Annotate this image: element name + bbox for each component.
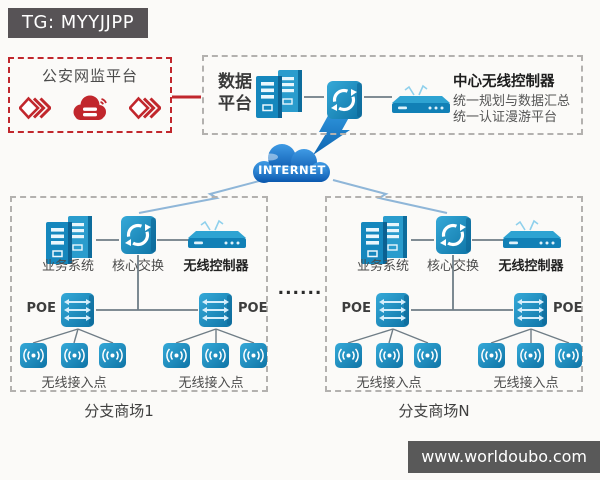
poe-switch-icon xyxy=(61,293,94,327)
business-system-label: 业务系统 xyxy=(356,259,409,274)
branch-mall-n-box: 业务系统 核心交换 无线控制器 POE POE xyxy=(325,196,583,420)
data-platform-label: 数据 平台 xyxy=(218,72,252,114)
access-point-icon xyxy=(335,343,362,368)
diamond-arrows-icon xyxy=(128,96,161,120)
cloud-server-icon xyxy=(73,95,107,120)
access-point-icon xyxy=(99,343,126,368)
access-point-icon xyxy=(376,343,403,368)
server-cluster-icon xyxy=(256,70,302,118)
police-monitor-platform-box: 公安网监平台 xyxy=(8,57,172,133)
branch-mall-n-label: 分支商场N xyxy=(398,402,470,420)
core-switch-icon xyxy=(121,216,156,254)
business-system-icon xyxy=(46,216,92,264)
branch-mall-1-box: 业务系统 核心交换 无线控制器 POE POE xyxy=(10,196,268,420)
poe-label: POE xyxy=(26,301,56,316)
branch-mall-1-label: 分支商场1 xyxy=(84,402,154,420)
wireless-controller-label: 无线控制器 xyxy=(498,259,564,274)
wireless-controller-icon xyxy=(392,84,450,113)
wireless-controller-icon xyxy=(503,219,561,248)
branch-ellipsis: ...... xyxy=(277,279,323,299)
diamond-arrows-icon xyxy=(19,96,52,120)
access-point-icon xyxy=(555,343,582,368)
wireless-controller-label: 无线控制器 xyxy=(183,259,249,274)
wireless-controller-icon xyxy=(188,219,246,248)
poe-switch-icon xyxy=(514,293,547,327)
core-switch-label: 核心交换 xyxy=(426,259,479,274)
poe-switch-icon xyxy=(199,293,232,327)
access-point-label: 无线接入点 xyxy=(41,376,107,391)
business-system-icon xyxy=(361,216,407,264)
core-switch-label: 核心交换 xyxy=(111,259,164,274)
access-point-icon xyxy=(202,343,229,368)
access-point-icon xyxy=(478,343,505,368)
access-point-label: 无线接入点 xyxy=(178,376,244,391)
poe-label: POE xyxy=(553,301,583,316)
poe-label: POE xyxy=(238,301,268,316)
data-platform-box: 数据 平台 xyxy=(202,55,583,135)
access-point-icon xyxy=(61,343,88,368)
police-platform-icons xyxy=(10,93,170,123)
police-platform-title: 公安网监平台 xyxy=(41,67,138,85)
poe-switch-icon xyxy=(376,293,409,327)
router-switch-icon xyxy=(327,81,362,119)
central-controller-text: 中心无线控制器 统一规划与数据汇总 统一认证漫游平台 xyxy=(453,70,581,126)
access-point-icon xyxy=(20,343,47,368)
access-point-icon xyxy=(414,343,441,368)
access-point-label: 无线接入点 xyxy=(493,376,559,391)
business-system-label: 业务系统 xyxy=(41,259,94,274)
core-switch-icon xyxy=(436,216,471,254)
access-point-icon xyxy=(240,343,267,368)
internet-cloud: INTERNET xyxy=(253,144,330,183)
access-point-icon xyxy=(163,343,190,368)
access-point-label: 无线接入点 xyxy=(356,376,422,391)
internet-label: INTERNET xyxy=(258,163,326,177)
access-point-icon xyxy=(517,343,544,368)
poe-label: POE xyxy=(341,301,371,316)
tg-watermark-badge: TG: MYYJJPP xyxy=(8,8,149,38)
website-watermark-badge: www.worldoubo.com xyxy=(408,441,600,473)
central-controller-title: 中心无线控制器 xyxy=(453,74,555,90)
